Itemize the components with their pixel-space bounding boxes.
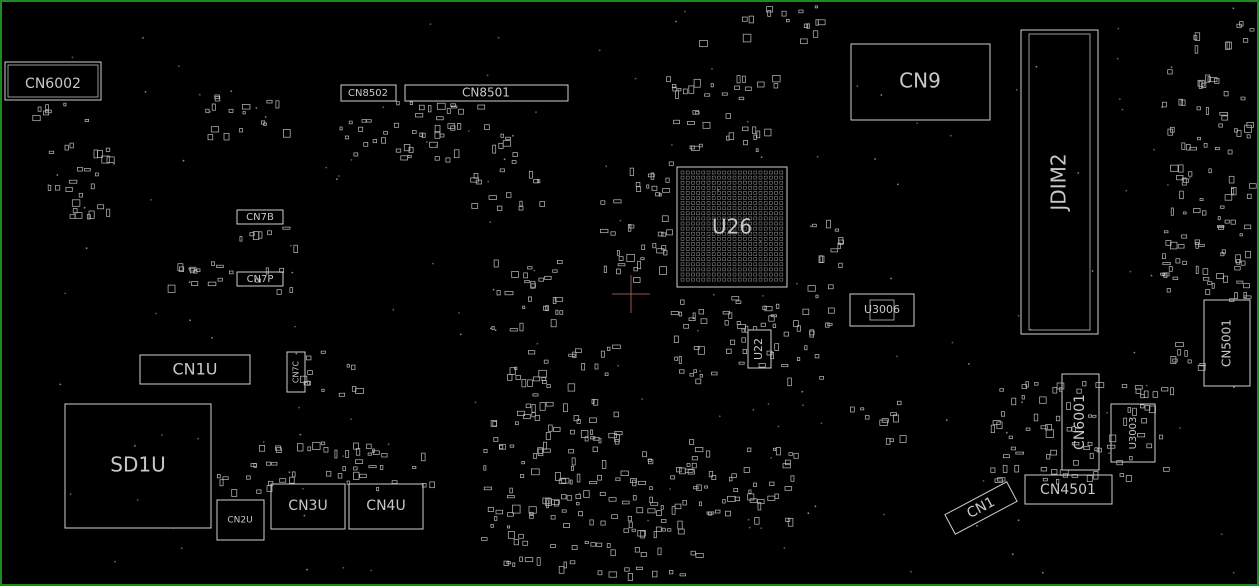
component-cn3u[interactable]: CN3U (270, 483, 346, 530)
label-cn8501: CN8501 (462, 86, 510, 100)
label-sd1u: SD1U (110, 453, 165, 477)
u26-bga-grid (680, 170, 784, 282)
label-cn1u: CN1U (172, 360, 217, 379)
component-u3006[interactable]: U3006 (849, 293, 915, 327)
component-sd1u[interactable]: SD1U (64, 403, 212, 529)
label-u26: U26 (712, 215, 752, 239)
component-cn2u[interactable]: CN2U (216, 499, 265, 541)
component-cn1u[interactable]: CN1U (139, 354, 251, 385)
component-jdim2[interactable]: JDIM2 (1020, 29, 1099, 335)
component-cn7c[interactable]: CN7C (286, 351, 306, 393)
small-components (32, 5, 1257, 581)
component-cn6001[interactable]: CN6001 (1061, 373, 1100, 471)
component-cn8501[interactable]: CN8501 (404, 84, 569, 102)
label-cn7c: CN7C (292, 360, 301, 383)
label-cn9: CN9 (899, 69, 941, 93)
component-u3003[interactable]: U3003 (1110, 403, 1156, 463)
component-u22[interactable]: U22 (747, 329, 772, 369)
component-cn6002[interactable]: CN6002 (4, 61, 102, 101)
label-cn2u: CN2U (227, 516, 252, 526)
label-u3006: U3006 (864, 303, 900, 316)
crosshair-cursor-icon (612, 275, 650, 313)
label-cn5001: CN5001 (1220, 319, 1234, 367)
label-u3003: U3003 (1128, 417, 1139, 450)
label-cn7b: CN7B (246, 212, 274, 223)
label-jdim2: JDIM2 (1047, 153, 1071, 212)
label-cn8502: CN8502 (348, 88, 388, 99)
component-cn9[interactable]: CN9 (850, 43, 991, 121)
label-cn7p: CN7P (247, 274, 274, 285)
component-cn8502[interactable]: CN8502 (340, 84, 397, 102)
component-cn5001[interactable]: CN5001 (1203, 299, 1251, 387)
label-cn4501: CN4501 (1040, 482, 1096, 498)
component-cn4u[interactable]: CN4U (348, 483, 424, 530)
label-cn6001: CN6001 (1072, 394, 1088, 450)
label-u22: U22 (752, 338, 765, 360)
component-cn7b[interactable]: CN7B (236, 209, 284, 225)
label-cn4u: CN4U (366, 498, 405, 514)
label-cn3u: CN3U (288, 498, 327, 514)
component-u26[interactable]: U26 (676, 166, 788, 288)
component-cn7p[interactable]: CN7P (236, 271, 284, 287)
vias (47, 7, 1235, 574)
label-cn6002: CN6002 (25, 76, 81, 92)
